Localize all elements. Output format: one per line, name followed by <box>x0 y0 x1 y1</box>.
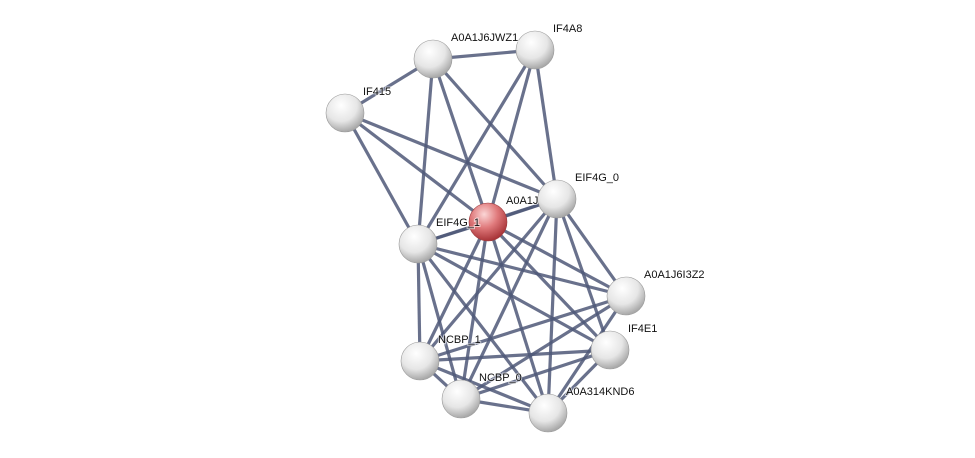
node-label: A0A1J6I3Z2 <box>644 269 705 281</box>
node-IF4E1[interactable] <box>590 330 630 370</box>
node-label: EIF4G_1 <box>436 217 480 229</box>
edge-IF4E1-NCBP_1[interactable] <box>419 348 611 363</box>
node-A0A1J[interactable] <box>468 202 508 242</box>
node-NCBP_0[interactable] <box>441 379 481 419</box>
edge-A0A1J6JWZ1-EIF4G_1[interactable] <box>416 58 435 245</box>
node-label: IF415 <box>363 86 391 98</box>
node-EIF4G_1[interactable] <box>398 224 438 264</box>
edge-IF4E1-NCBP_0[interactable] <box>460 348 611 401</box>
node-label: A0A1J6JWZ1 <box>451 32 518 44</box>
edge-A0A1J-A0A314KND6[interactable] <box>486 221 550 414</box>
edge-EIF4G_0-IF4E1[interactable] <box>555 198 612 351</box>
edge-IF415-EIF4G_0[interactable] <box>344 111 558 201</box>
node-A0A1J6JWZ1[interactable] <box>413 39 453 79</box>
node-A0A314KND6[interactable] <box>528 393 568 433</box>
edge-A0A1J6JWZ1-EIF4G_0[interactable] <box>431 57 559 201</box>
node-label: EIF4G_0 <box>575 172 619 184</box>
node-IF415[interactable] <box>325 93 365 133</box>
edge-IF4A8-EIF4G_1[interactable] <box>416 49 537 245</box>
edge-NCBP_1-A0A314KND6[interactable] <box>419 359 549 415</box>
edge-EIF4G_1-A0A314KND6[interactable] <box>416 243 550 414</box>
node-label: NCBP_0 <box>479 372 522 384</box>
node-IF4A8[interactable] <box>515 30 555 70</box>
edge-A0A1J6I3Z2-NCBP_0[interactable] <box>460 294 627 401</box>
edge-A0A1J-IF4E1[interactable] <box>486 220 612 352</box>
edge-EIF4G_0-A0A314KND6[interactable] <box>546 198 559 414</box>
node-label: A0A314KND6 <box>566 386 635 398</box>
edge-EIF4G_1-NCBP_1[interactable] <box>416 243 422 362</box>
edge-IF4A8-A0A1J[interactable] <box>486 49 537 223</box>
node-EIF4G_0[interactable] <box>537 179 577 219</box>
edge-IF415-EIF4G_1[interactable] <box>343 112 420 245</box>
node-label: IF4A8 <box>553 23 582 35</box>
edge-A0A1J6I3Z2-A0A314KND6[interactable] <box>546 295 628 414</box>
node-label: A0A1J <box>506 195 538 207</box>
edge-A0A1J6JWZ1-A0A1J[interactable] <box>431 58 490 223</box>
edge-A0A1J-A0A1J6I3Z2[interactable] <box>487 220 627 298</box>
edge-EIF4G_1-A0A1J6I3Z2[interactable] <box>417 242 627 298</box>
edge-EIF4G_1-IF4E1[interactable] <box>417 242 611 352</box>
edge-IF4A8-EIF4G_0[interactable] <box>533 49 559 200</box>
node-label: NCBP_1 <box>438 334 481 346</box>
node-label: IF4E1 <box>628 323 657 335</box>
node-A0A1J6I3Z2[interactable] <box>606 276 646 316</box>
edge-EIF4G_0-NCBP_0[interactable] <box>459 198 559 400</box>
edge-IF415-A0A1J[interactable] <box>344 111 489 224</box>
edge-EIF4G_0-A0A1J6I3Z2[interactable] <box>555 198 628 297</box>
node-NCBP_1[interactable] <box>400 341 440 381</box>
edge-A0A1J-NCBP_0[interactable] <box>459 221 490 400</box>
nodes-layer <box>325 30 646 433</box>
edge-A0A1J6I3Z2-NCBP_1[interactable] <box>419 294 627 363</box>
